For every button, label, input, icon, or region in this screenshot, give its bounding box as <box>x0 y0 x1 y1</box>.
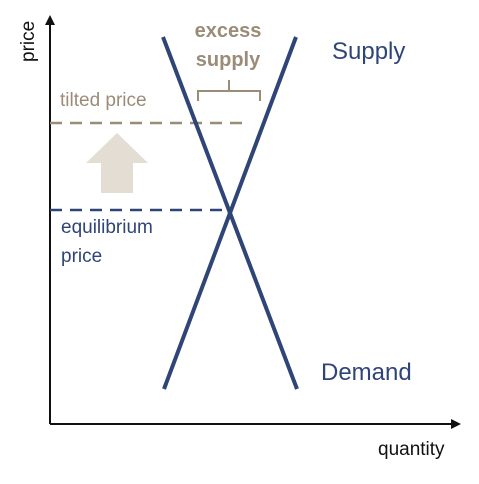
excess-supply-bracket <box>197 80 261 101</box>
x-axis-label: quantity <box>378 439 445 460</box>
equilibrium-label-line2: price <box>61 246 102 267</box>
excess-label-line1: excess <box>195 20 262 42</box>
demand-label: Demand <box>321 359 412 386</box>
supply-curve <box>162 36 298 390</box>
up-arrow-icon <box>86 133 148 193</box>
tilted-price-label: tilted price <box>60 90 147 111</box>
excess-label-line2: supply <box>196 49 261 71</box>
y-axis-label: price <box>18 21 39 62</box>
equilibrium-label-line1: equilibrium <box>61 217 153 238</box>
supply-label: Supply <box>332 38 405 65</box>
